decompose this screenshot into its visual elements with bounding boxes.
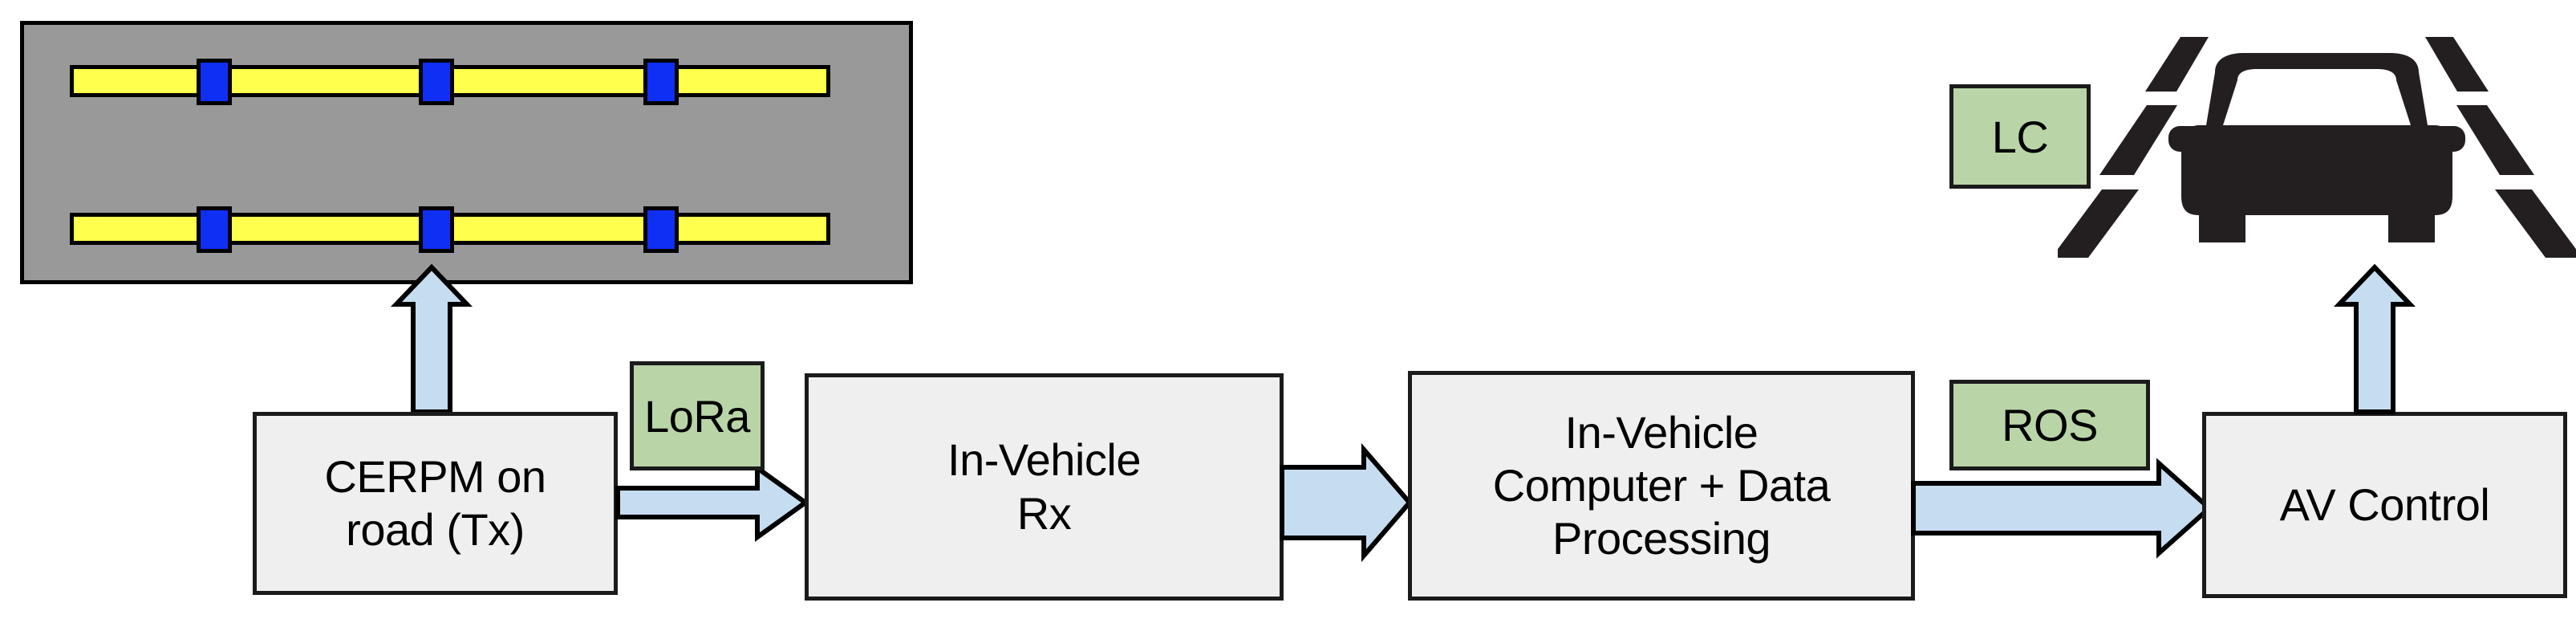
box-in-vehicle-rx[interactable]: In-Vehicle Rx <box>805 373 1284 601</box>
cerpm-marker <box>419 59 454 105</box>
road-scene-panel <box>20 21 913 284</box>
lane-dash-right-near <box>2495 189 2576 258</box>
cerpm-marker <box>643 59 679 105</box>
autonomous-vehicle-icon <box>2058 31 2576 259</box>
lane-dash-left-far <box>2145 37 2209 92</box>
arrow-rx-to-computer <box>1280 442 1413 563</box>
arrow-computer-to-control <box>1911 458 2213 559</box>
cerpm-marker <box>643 206 679 253</box>
arrow-control-to-vehicle <box>2333 263 2416 414</box>
box-in-vehicle-computer[interactable]: In-Vehicle Computer + Data Processing <box>1408 371 1915 601</box>
cerpm-marker <box>419 206 454 253</box>
box-av-control[interactable]: AV Control <box>2202 412 2567 598</box>
box-cerpm-tx[interactable]: CERPM on road (Tx) <box>253 412 618 595</box>
tag-lora[interactable]: LoRa <box>630 361 765 470</box>
arrow-cerpm-to-rx <box>615 450 810 556</box>
lane-dash-right-far <box>2425 37 2489 92</box>
lane-dash-left-mid <box>2099 105 2177 175</box>
cerpm-marker <box>197 59 232 105</box>
car-body <box>2168 53 2465 242</box>
tag-lc[interactable]: LC <box>1949 84 2091 189</box>
cerpm-marker <box>197 206 232 253</box>
lane-dash-right-mid <box>2456 105 2534 175</box>
tag-ros[interactable]: ROS <box>1949 380 2150 470</box>
lane-dash-left-near <box>2058 189 2139 258</box>
arrow-cerpm-to-road <box>390 263 473 414</box>
